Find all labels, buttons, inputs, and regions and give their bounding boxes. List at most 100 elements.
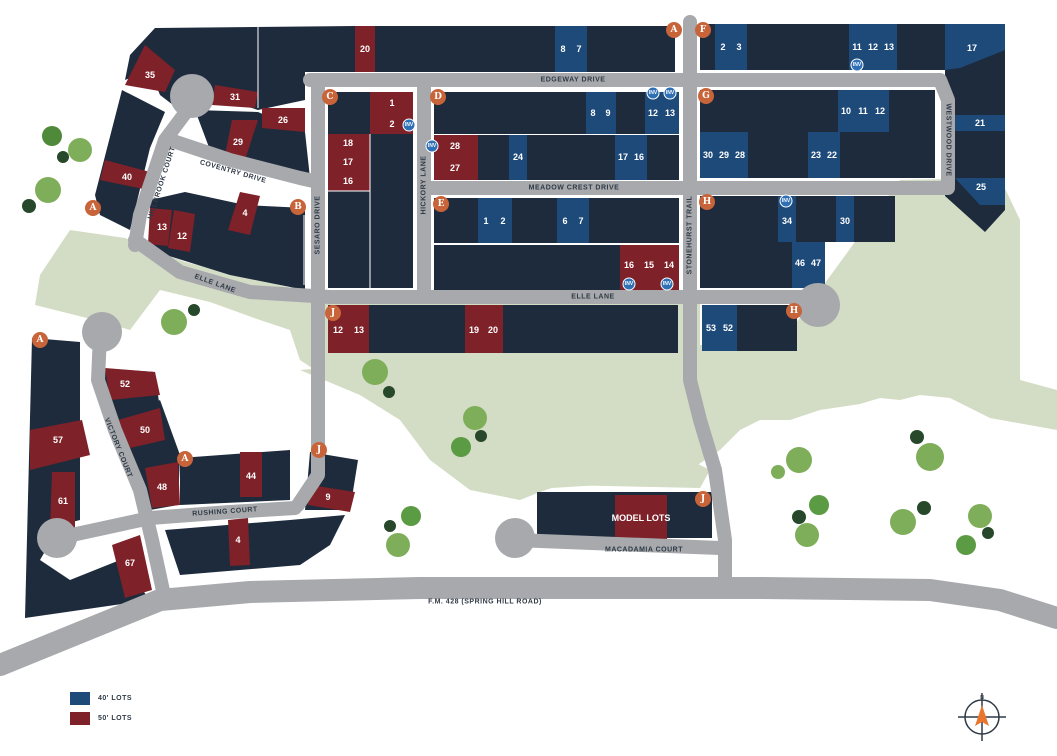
marker-a-south-west: A [32,332,48,348]
lot-label: 11 [858,106,868,116]
svg-text:E: E [438,199,445,209]
lot-50-15 [639,245,659,290]
inventory-markers: INV INV INV INV INV INV INV INV [402,58,864,291]
lot-label: 40 [122,172,132,182]
lot-label: 34 [782,216,792,226]
lot-50-9 [308,485,355,512]
svg-text:J: J [700,494,705,504]
block-h-north [700,196,895,242]
street-label-rushing: RUSHING COURT [192,506,258,518]
lot-40-11g [855,90,872,132]
inventory-marker[interactable]: INV [660,277,674,291]
lot-label: 44 [246,471,256,481]
street-label-edgeway: EDGEWAY DRIVE [541,77,606,84]
legend: 40' LOTS 50' LOTS [70,688,132,728]
lot-label: 2 [720,42,725,52]
tree [188,304,200,316]
svg-text:D: D [434,92,442,102]
lot-40-1e [478,198,494,243]
road-hillbrook [128,93,202,252]
tree [809,495,829,515]
lot-label: 17 [343,157,353,167]
phase-markers: A F C D G B E H J H A A J J A [32,22,802,507]
lot-label: 19 [469,325,479,335]
svg-text:INV: INV [428,143,437,149]
block-hillbrook-west [95,90,165,230]
lot-label: 2 [389,119,394,129]
lot-label: 10 [841,106,851,116]
legend-swatch-40 [70,691,90,705]
inventory-marker[interactable]: INV [402,118,416,132]
inventory-marker[interactable]: INV [850,58,864,72]
lot-label: 7 [578,216,583,226]
marker-b: B [290,199,306,215]
lot-label: 12 [333,325,343,335]
lot-40-2e [494,198,512,243]
rushing-cul-de-sac [37,518,77,558]
lot-40-9d [601,92,616,134]
lot-label: 16 [634,152,644,162]
inventory-marker[interactable]: INV [425,139,439,153]
lot-label: 8 [590,108,595,118]
svg-text:INV: INV [625,281,634,287]
lot-50-31 [212,85,258,108]
lot-40-13n [881,24,897,70]
lot-label: 53 [706,323,716,333]
legend-label-40: 40' LOTS [98,694,133,702]
lot-40-30h [836,196,854,242]
lots-40 [478,24,1005,351]
marker-d: D [430,89,446,105]
block-rushing-south [165,515,345,575]
marker-j-elle: J [325,305,341,321]
lot-label: 61 [58,496,68,506]
lot-label: 26 [278,115,288,125]
tree [42,126,62,146]
road-macadamia [508,533,727,555]
lot-label: 52 [723,323,733,333]
inventory-marker[interactable]: INV [646,86,660,100]
lot-label: 16 [624,260,634,270]
svg-text:H: H [703,197,712,207]
lot-label: 1 [483,216,488,226]
tree [463,406,487,430]
svg-text:A: A [181,454,190,464]
tree [475,430,487,442]
lot-40-12n [865,24,881,70]
svg-text:F: F [700,25,707,35]
block-edgeway-south [434,92,679,134]
lot-numbers: 20 35 31 26 29 40 4 13 12 1 2 18 17 16 2… [53,42,986,568]
lot-40-2n [715,24,731,70]
lot-label: 27 [450,163,460,173]
tree [384,520,396,532]
lot-label: 13 [884,42,894,52]
marker-h-east: H [786,303,802,319]
lot-50-12w [168,210,195,252]
inventory-marker[interactable]: INV [663,86,677,100]
marker-e: E [433,196,449,212]
lot-label: 28 [450,141,460,151]
marker-j-sesaro: J [311,442,327,458]
lot-label: 4 [242,208,247,218]
north-arrow: N [958,693,1006,741]
lot-40-17ne [945,24,1005,70]
lot-50-20n [355,26,375,72]
marker-a-rushing: A [177,451,193,467]
tree [910,430,924,444]
street-label-meadow-crest: MEADOW CREST DRIVE [529,185,620,192]
lot-label: 13 [354,325,364,335]
svg-text:J: J [330,308,335,318]
lot-40-22m [824,132,840,178]
macadamia-cul-de-sac [495,518,535,558]
street-label-macadamia: MACADAMIA COURT [605,547,683,554]
lot-label: 20 [488,325,498,335]
road-coventry [163,133,325,189]
north-arrow-icon [975,705,989,726]
marker-c: C [322,89,338,105]
svg-text:J: J [316,445,321,455]
lot-40-11n [849,24,865,70]
lot-50-29 [225,120,258,160]
inventory-marker[interactable]: INV [622,277,636,291]
lot-40-12g [872,90,889,132]
inventory-marker[interactable]: INV [779,194,793,208]
lot-50-27 [434,157,478,180]
